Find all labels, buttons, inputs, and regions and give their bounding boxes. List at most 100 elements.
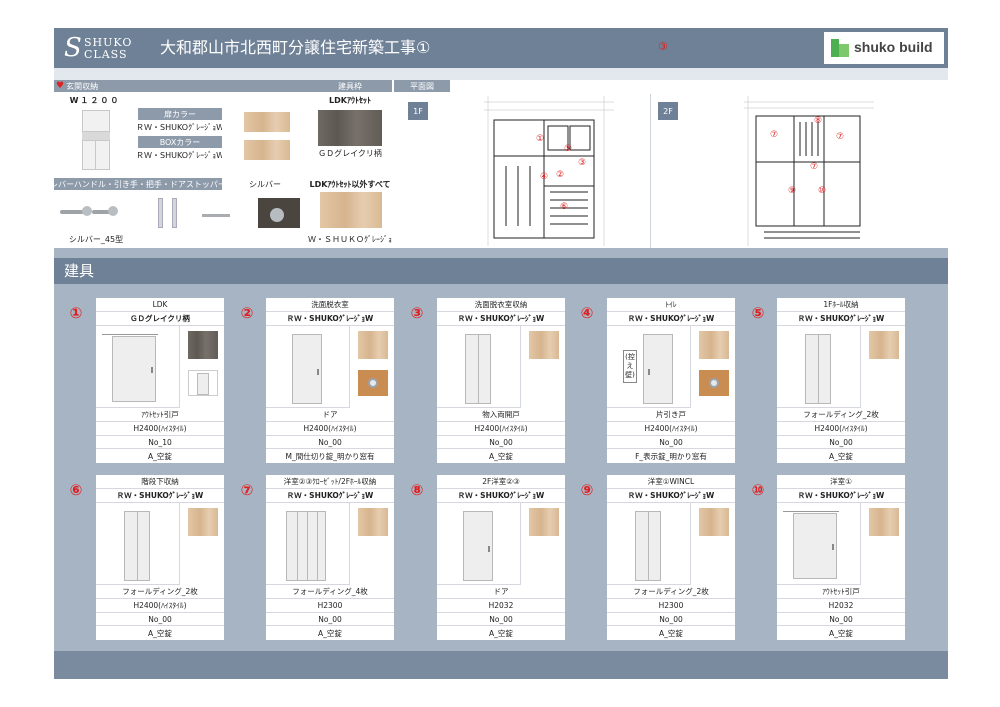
color-swatch [188,508,218,536]
fitting-number: ④ [580,304,594,322]
fitting-height: H2400(ﾊｲｽﾀｲﾙ) [437,422,565,436]
folding-door [124,511,150,581]
fitting-type: ｱｳﾄｾｯﾄ引戸 [777,585,905,599]
fitting-type: 片引き戸 [607,408,735,422]
fitting-lock: A_空錠 [829,451,853,461]
box-color-label: BOXカラー [138,136,222,148]
hardware-color: シルバー [222,178,308,190]
folding-door [465,334,491,404]
folding-door-4 [286,511,326,581]
fitting-color: ＲＷ・SHUKOｸﾞﾚｰｼﾞｮW [607,489,735,503]
door-image [437,503,521,585]
handle-swatch [699,370,729,396]
fitting-room: 階段下収納 [96,475,224,489]
ldk-frame-swatch [318,110,382,146]
bar-handle-image [202,210,232,220]
outset-sliding-door [793,513,837,579]
color-swatch [529,331,559,359]
hardware-label: レバーハンドル・引き手・把手・ドアストッパー [54,178,222,190]
f1-mark-3: ③ [578,158,587,168]
f1-mark-6: ⑥ [560,202,569,212]
fitting-lock: A_空錠 [489,628,513,638]
color-swatch [529,508,559,536]
fitting-height: H2400(ﾊｲｽﾀｲﾙ) [96,422,224,436]
brand-line-1: SHUKO [84,36,133,49]
fitting-height: H2032 [777,599,905,613]
other-frame-swatch [320,192,382,228]
other-frame-label: LDKｱｳﾄｾｯﾄ以外すべて [308,178,392,190]
outset-rail [102,334,158,335]
fitting-room: 2F洋室②③ [437,475,565,489]
fitting-number: ② [240,304,254,322]
plan-label: 平面図 [394,80,450,92]
fitting-room: ﾄｲﾚ [607,298,735,312]
door-image [96,503,180,585]
fitting-number: ⑨ [580,481,594,499]
fitting-color: ＲＷ・SHUKOｸﾞﾚｰｼﾞｮW [777,489,905,503]
top-panel: ♥ 玄関収納 W１２００ 扉カラー ＲＷ・SHUKOｸﾞﾚｰｼﾞｮW BOXカラ… [54,80,948,248]
fitting-number-code: No_00 [607,436,735,449]
door-color-value: ＲＷ・SHUKOｸﾞﾚｰｼﾞｮW [138,120,222,134]
ldk-outset-label: LDKｱｳﾄｾｯﾄ [308,92,392,108]
fitting-type: ドア [266,408,394,422]
fitting-height: H2300 [607,599,735,613]
fitting-type: フォールディング_2枚 [777,408,905,422]
fitting-lock: M_間仕切り錠_明かり窓有 [285,451,375,461]
f2-mark-1: ⑦ [770,130,779,140]
color-swatch [188,331,218,359]
fitting-height: H2400(ﾊｲｽﾀｲﾙ) [266,422,394,436]
fitting-lock: A_空錠 [489,451,513,461]
fitting-type: ドア [437,585,565,599]
fitting-type: フォールディング_2枚 [607,585,735,599]
door-image [777,326,861,408]
fitting-number: ③ [410,304,424,322]
entrance-cabinet-image [76,110,116,170]
f1-mark-4: ④ [540,172,549,182]
logo-icon [831,39,849,57]
fitting-height: H2400(ﾊｲｽﾀｲﾙ) [607,422,735,436]
fitting-lock: A_空錠 [148,451,172,461]
folding-door [805,334,831,404]
fitting-room: 洗面脱衣室 [266,298,394,312]
fitting-room: 1Fﾎｰﾙ収納 [777,298,905,312]
heart-icon: ♥ [56,81,65,91]
box-color-value: ＲＷ・SHUKOｸﾞﾚｰｼﾞｮW [138,148,222,162]
fitting-number-code: No_00 [777,436,905,449]
fitting-number: ⑦ [240,481,254,499]
fitting-height: H2032 [437,599,565,613]
hinged-door [292,334,322,404]
fitting-number: ⑧ [410,481,424,499]
fitting-type: フォールディング_4枚 [266,585,394,599]
fittings-section-title: 建具 [64,262,95,280]
entrance-storage-label: 玄関収納 [66,81,99,91]
fitting-number-code: No_00 [266,613,394,626]
outset-rail [783,511,839,512]
fitting-number-code: No_00 [607,613,735,626]
fittings-section-bar: 建具 [54,258,948,284]
fitting-lock: F_表示錠_明かり窓有 [635,451,707,461]
floor-1-tag: 1F [408,102,428,120]
fitting-room: 洋室②③ｸﾛｰｾﾞｯﾄ/2Fﾎｰﾙ収納 [266,475,394,489]
spec-sheet: S SHUKO CLASS 大和郡山市北西町分譲住宅新築工事① ③ shuko … [54,28,948,679]
footer-bar [54,651,948,679]
floor-1-plan [484,96,614,246]
handle-swatch [358,370,388,396]
fitting-type: フォールディング_2枚 [96,585,224,599]
f2-mark-6: ⑩ [818,186,827,196]
color-swatch [699,331,729,359]
fitting-color: ＲＷ・SHUKOｸﾞﾚｰｼﾞｮW [607,312,735,326]
color-swatch [869,508,899,536]
fitting-color: ＲＷ・SHUKOｸﾞﾚｰｼﾞｮW [437,312,565,326]
door-image [266,503,350,585]
fitting-lock: A_空錠 [148,628,172,638]
folding-door [635,511,661,581]
fitting-room: 洋室①WINCL [607,475,735,489]
hinged-door [463,511,493,581]
fitting-number-code: No_00 [266,436,394,449]
plan-divider [650,94,651,248]
door-image [607,503,691,585]
